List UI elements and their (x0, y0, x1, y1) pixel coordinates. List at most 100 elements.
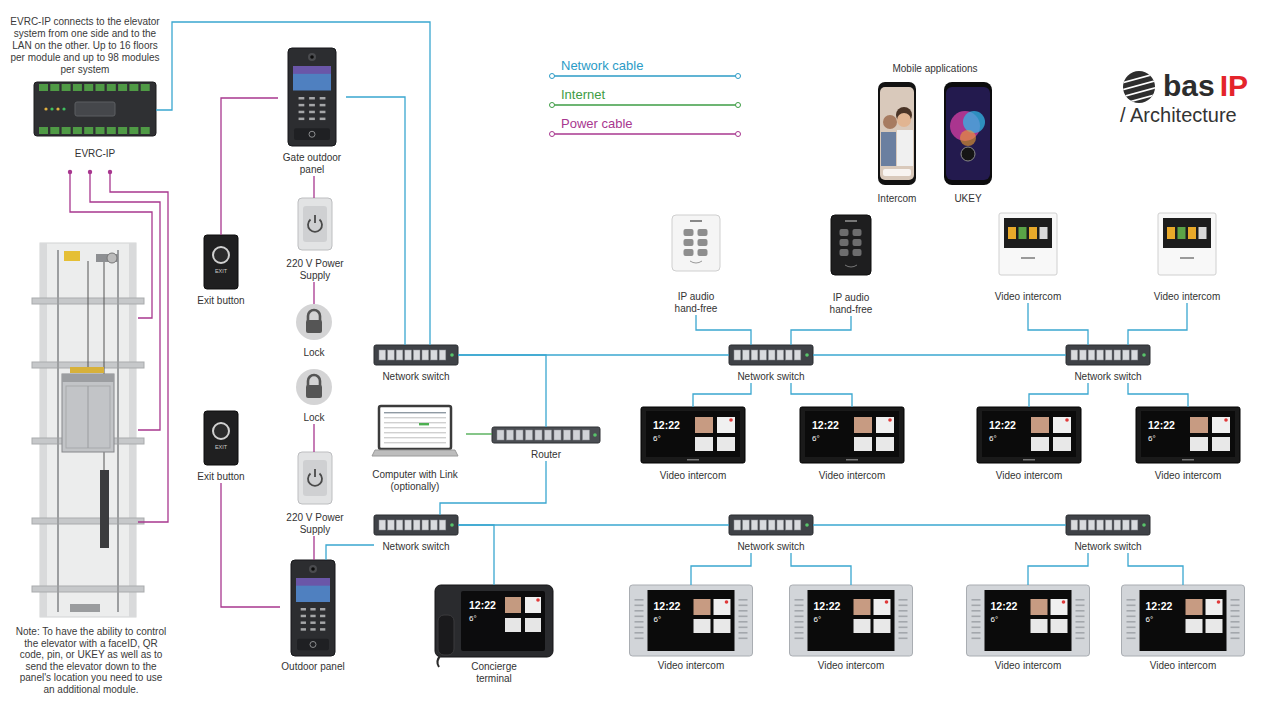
legend-dot (550, 132, 555, 137)
port (497, 430, 504, 440)
photo-tile (854, 417, 872, 433)
logo-stripe (1118, 79, 1162, 91)
monitor-body (999, 213, 1057, 275)
internet-cable (466, 433, 492, 434)
key (310, 621, 315, 624)
port (396, 350, 403, 360)
speaker-grille (972, 616, 981, 618)
table-row (384, 427, 446, 428)
key (320, 621, 325, 624)
sheave (107, 253, 117, 263)
power-cable (313, 282, 314, 304)
device-caption: Gate outdoor panel (279, 152, 345, 176)
device-caption: Video intercom (1155, 470, 1222, 482)
camera (308, 53, 316, 61)
app-tile (876, 417, 894, 433)
screen-text: 6° (989, 434, 997, 444)
speaker-grille (795, 632, 804, 634)
key (310, 608, 315, 611)
speaker-grille (795, 638, 804, 640)
label-plate (75, 102, 115, 116)
port (554, 430, 561, 440)
logo-mark (1118, 71, 1162, 105)
port (422, 520, 429, 530)
monitor-screen (648, 590, 735, 651)
lock-icon (296, 369, 332, 405)
call-button (840, 239, 849, 246)
legend-line (552, 104, 738, 105)
screen-text: 12:22 (654, 600, 681, 612)
speaker-grille (1231, 621, 1240, 623)
key (309, 104, 315, 107)
app-tile (1019, 227, 1027, 239)
legend-lines (550, 74, 741, 137)
status-led (50, 107, 53, 110)
speaker-grille (1076, 627, 1085, 629)
speaker-grille (635, 632, 644, 634)
terminal (141, 127, 150, 134)
caption-block: Video intercom (1155, 470, 1222, 482)
elevator-illustration (32, 243, 144, 617)
network-cable (813, 354, 1066, 355)
app-tile (717, 437, 735, 451)
legend-text: Network cable (561, 58, 643, 73)
button-plate (204, 411, 238, 465)
network-cable (791, 553, 851, 585)
port (396, 520, 403, 530)
monitor-screen (808, 590, 895, 651)
caption-block: Network switch (382, 371, 449, 383)
device-node: IP audio hand-free (665, 215, 727, 315)
speaker-grille (635, 638, 644, 640)
badge (885, 600, 889, 604)
network-cable (458, 354, 729, 355)
caption-block: 220 V Power Supply (283, 258, 347, 282)
terminal-body (435, 585, 553, 657)
button-plate (204, 235, 238, 289)
cabin-beam (70, 367, 104, 373)
legend-line (552, 133, 738, 134)
port (1071, 520, 1078, 530)
app-tile (1051, 619, 1068, 633)
port (431, 520, 438, 530)
cabin-door (66, 386, 110, 448)
device-caption: Video intercom (995, 660, 1062, 672)
terminal (107, 127, 116, 134)
viblack-icon (641, 407, 745, 463)
device-node: Network switch (374, 345, 458, 383)
device-caption: Lock (303, 347, 324, 359)
power-cable (313, 424, 314, 452)
power-cable (221, 483, 280, 607)
network-cable (346, 97, 405, 345)
shackle (308, 310, 320, 321)
button-ring (213, 247, 229, 263)
terminal (39, 84, 48, 91)
port (507, 430, 514, 440)
terminal (62, 127, 71, 134)
app-tile (1051, 599, 1068, 615)
network-cable (696, 315, 751, 345)
device-caption: UKEY (954, 193, 981, 205)
speaker-grille (1076, 632, 1085, 634)
screen-text: 12:22 (989, 419, 1016, 431)
key (320, 608, 325, 611)
device-caption: Network switch (382, 371, 449, 383)
app-tile (1212, 437, 1230, 451)
port (768, 520, 775, 530)
port (1088, 350, 1095, 360)
monitor-body (641, 407, 745, 463)
brand-mark (1023, 459, 1035, 461)
psu-icon (298, 198, 332, 250)
button-ring (213, 423, 229, 439)
port (794, 350, 801, 360)
port (379, 350, 386, 360)
port (1105, 350, 1112, 360)
speaker-grille (739, 621, 748, 623)
key (310, 615, 315, 618)
port (1071, 350, 1078, 360)
speaker-grille (795, 616, 804, 618)
logo-stripe (1118, 72, 1162, 84)
port (405, 520, 412, 530)
caption-block: Network switch (1074, 371, 1141, 383)
exit-icon (204, 235, 238, 289)
